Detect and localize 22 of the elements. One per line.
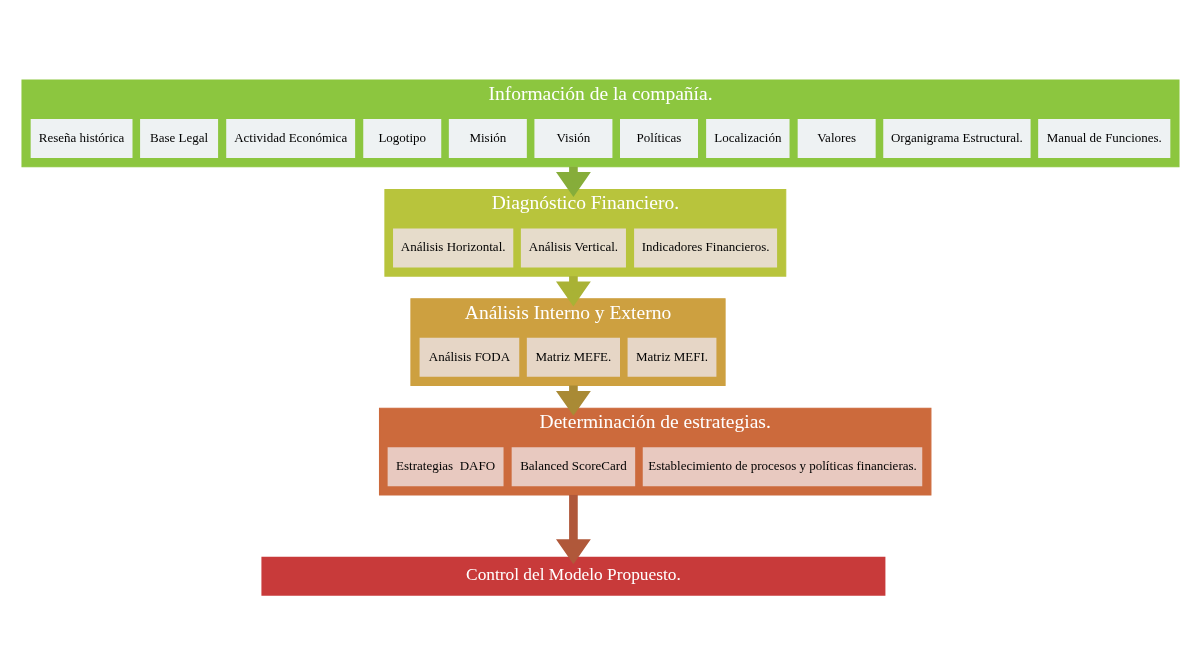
node-box: Reseña histórica <box>30 118 133 158</box>
node-box: Control del Modelo Propuesto. <box>261 556 886 596</box>
node-box: Organigrama Estructural. <box>883 118 1031 158</box>
node-box: Manual de Funciones. <box>1038 118 1171 158</box>
node-box: Matriz MEFE. <box>526 337 620 377</box>
node-box: Visión <box>534 118 613 158</box>
node-box: Logotipo <box>363 118 442 158</box>
arrow <box>556 494 591 564</box>
node-box: Establecimiento de procesos y políticas financieras. <box>642 446 923 486</box>
node-box: Políticas <box>620 118 698 158</box>
node-box: Actividad Económica <box>226 118 356 158</box>
node-box: Valores <box>797 118 876 158</box>
node-box: Base Legal <box>140 118 219 158</box>
node-box: Indicadores Financieros. <box>634 227 778 267</box>
node-box: Análisis Vertical. <box>520 227 626 267</box>
node-box: Estrategias DAFO <box>387 446 504 486</box>
node-box: Misión <box>448 118 527 158</box>
node-box: Análisis Horizontal. <box>393 227 514 267</box>
node-box: Análisis FODA <box>419 337 520 377</box>
node-box: Localización <box>706 118 790 158</box>
node-box: Balanced ScoreCard <box>511 446 636 486</box>
node-box: Matriz MEFI. <box>627 337 717 377</box>
